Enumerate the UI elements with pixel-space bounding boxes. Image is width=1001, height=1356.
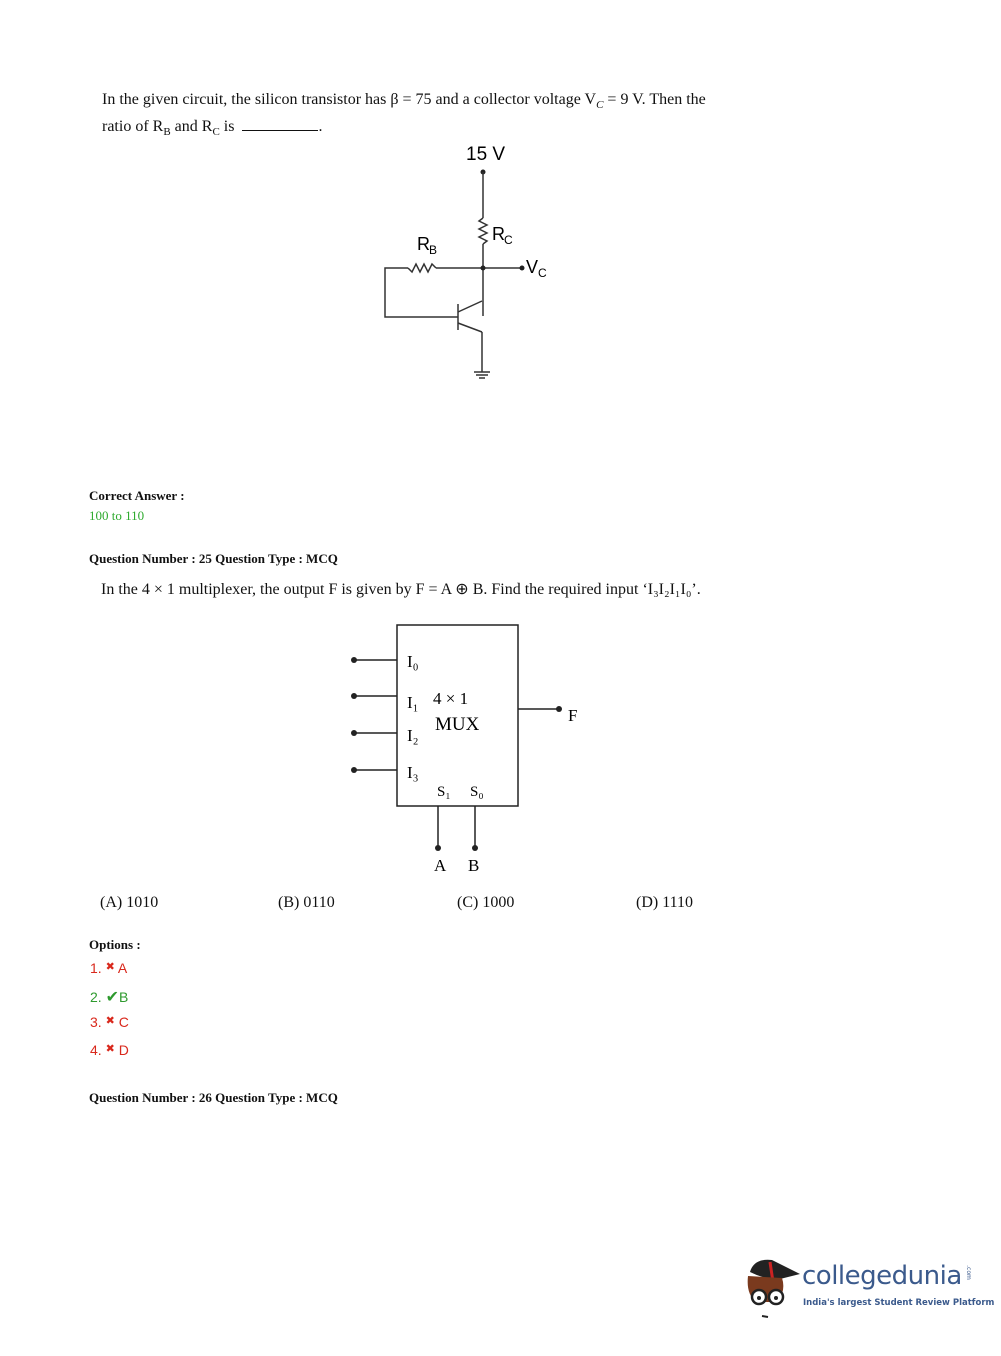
- input-i2-label: I₂: [407, 726, 419, 745]
- question-26-header: Question Number : 26 Question Type : MCQ: [89, 1090, 338, 1105]
- collegedunia-logo: collegedunia .com India's largest Studen…: [742, 1250, 994, 1320]
- input-i1-label: I₁: [407, 693, 419, 712]
- cross-icon: ✖: [105, 961, 115, 973]
- choice-d: (D) 1110: [636, 894, 694, 911]
- input-b-label: B: [468, 856, 479, 875]
- select-s1-label: S₁: [437, 784, 451, 800]
- option-2: 2. ✔B: [90, 989, 129, 1006]
- option-1: 1. ✖ A: [90, 960, 128, 976]
- choice-c: (C) 1000: [457, 894, 515, 911]
- question-24-text: In the given circuit, the silicon transi…: [102, 91, 706, 139]
- options-label: Options :: [89, 937, 141, 952]
- transistor-circuit-diagram: 15 V R C R B V C: [384, 144, 547, 379]
- input-a-label: A: [434, 856, 447, 875]
- vc-label: V: [526, 257, 538, 277]
- correct-answer-label: Correct Answer :: [89, 488, 185, 503]
- option-3: 3. ✖ C: [90, 1014, 129, 1030]
- cross-icon: ✖: [105, 1015, 115, 1027]
- rb-label: R: [417, 234, 430, 254]
- rc-label: R: [492, 224, 505, 244]
- correct-answer-value: 100 to 110: [89, 508, 145, 523]
- svg-text:C: C: [538, 266, 547, 280]
- output-f-label: F: [568, 706, 577, 725]
- input-i0-label: I₀: [407, 652, 419, 671]
- question-25-header: Question Number : 25 Question Type : MCQ: [89, 551, 338, 566]
- multiplexer-diagram: I₀ I₁ I₂ I₃ 4 × 1 MUX S₁ S₀ F A B: [351, 624, 577, 875]
- svg-text:C: C: [504, 233, 513, 247]
- select-s0-label: S₀: [470, 784, 484, 800]
- svg-text:B: B: [429, 243, 437, 257]
- mux-size-label: 4 × 1: [433, 689, 468, 708]
- choice-a: (A) 1010: [100, 894, 159, 911]
- supply-voltage-label: 15 V: [466, 144, 505, 165]
- question-25-text: In the 4 × 1 multiplexer, the output F i…: [101, 581, 701, 598]
- option-4: 4. ✖ D: [90, 1042, 129, 1058]
- mascot-icon: [747, 1259, 800, 1318]
- cross-icon: ✖: [105, 1043, 115, 1055]
- check-icon: ✔: [105, 989, 119, 1006]
- choice-b: (B) 0110: [278, 894, 335, 911]
- mux-title: MUX: [435, 714, 480, 735]
- input-i3-label: I₃: [407, 763, 419, 782]
